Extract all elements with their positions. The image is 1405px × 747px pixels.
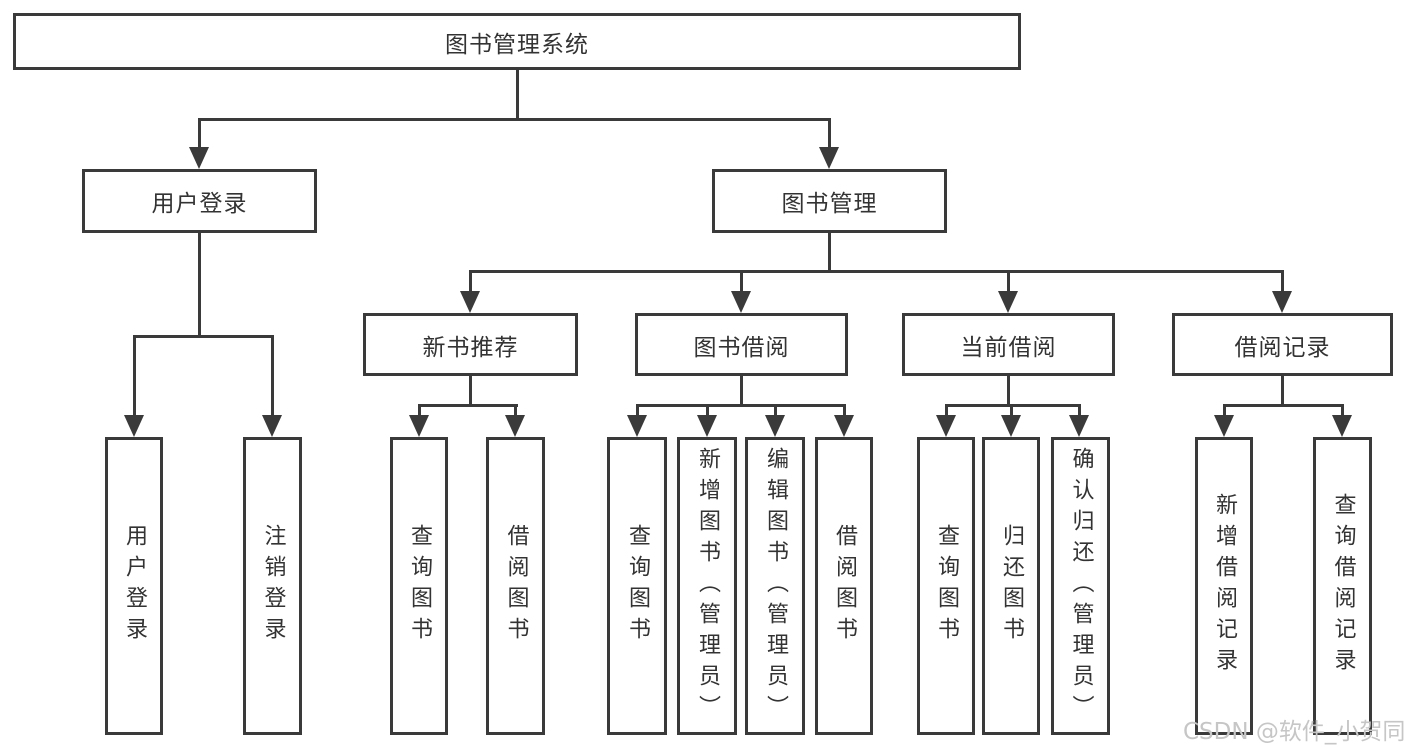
- connector-line: [469, 270, 472, 295]
- leaf-query-books-2-label: 查询图书: [625, 524, 650, 648]
- node-book-management: 图书管理: [712, 169, 947, 233]
- connector-line: [133, 335, 274, 338]
- arrow-down-icon: [834, 415, 854, 437]
- arrow-down-icon: [189, 147, 209, 169]
- node-current-borrow-label: 当前借阅: [960, 334, 1057, 361]
- leaf-query-borrow-record: 查询借阅记录: [1313, 437, 1372, 735]
- node-root-label: 图书管理系统: [445, 31, 589, 58]
- leaf-borrow-books-2: 借阅图书: [815, 437, 873, 735]
- leaf-query-books-1-label: 查询图书: [407, 524, 432, 648]
- connector-line: [1223, 404, 1226, 419]
- node-book-borrow: 图书借阅: [635, 313, 848, 376]
- leaf-edit-book-admin: 编辑图书（管理员）: [745, 437, 805, 735]
- leaf-borrow-books-1: 借阅图书: [486, 437, 545, 735]
- connector-line: [469, 376, 472, 407]
- leaf-user-login-label: 用户登录: [122, 524, 147, 648]
- connector-line: [740, 376, 743, 407]
- connector-line: [1007, 376, 1010, 407]
- arrow-down-icon: [697, 415, 717, 437]
- leaf-add-borrow-record-label: 新增借阅记录: [1212, 493, 1237, 679]
- arrow-down-icon: [1069, 415, 1089, 437]
- connector-line: [198, 118, 831, 121]
- arrow-down-icon: [627, 415, 647, 437]
- leaf-query-borrow-record-label: 查询借阅记录: [1330, 493, 1356, 679]
- connector-line: [271, 335, 274, 419]
- connector-line: [828, 118, 831, 152]
- connector-line: [740, 270, 743, 295]
- arrow-down-icon: [1001, 415, 1021, 437]
- node-user-login-label: 用户登录: [151, 191, 248, 217]
- node-new-book-recommend: 新书推荐: [363, 313, 578, 376]
- leaf-logout-label: 注销登录: [260, 524, 286, 648]
- node-borrow-record-label: 借阅记录: [1234, 334, 1331, 361]
- arrow-down-icon: [1272, 291, 1292, 313]
- leaf-add-book-admin: 新增图书（管理员）: [677, 437, 737, 735]
- connector-line: [1007, 270, 1010, 295]
- node-book-borrow-label: 图书借阅: [693, 334, 790, 361]
- leaf-confirm-return-admin: 确认归还（管理员）: [1051, 437, 1110, 735]
- arrow-down-icon: [1214, 415, 1234, 437]
- leaf-borrow-books-1-label: 借阅图书: [503, 524, 529, 648]
- arrow-down-icon: [998, 291, 1018, 313]
- connector-line: [198, 118, 201, 152]
- connector-line: [636, 404, 845, 407]
- connector-line: [1010, 404, 1013, 419]
- leaf-logout: 注销登录: [243, 437, 302, 735]
- node-new-book-recommend-label: 新书推荐: [422, 334, 519, 361]
- connector-line: [636, 404, 639, 419]
- connector-line: [418, 404, 421, 419]
- leaf-query-books-3-label: 查询图书: [934, 524, 959, 648]
- arrow-down-icon: [765, 415, 785, 437]
- connector-line: [1281, 376, 1284, 407]
- connector-line: [945, 404, 1081, 407]
- connector-line: [133, 335, 136, 419]
- connector-line: [945, 404, 948, 419]
- node-borrow-record: 借阅记录: [1172, 313, 1393, 376]
- connector-line: [198, 233, 201, 338]
- leaf-query-books-3: 查询图书: [917, 437, 975, 735]
- leaf-query-books-2: 查询图书: [607, 437, 667, 735]
- arrow-down-icon: [124, 415, 144, 437]
- connector-line: [514, 404, 517, 419]
- connector-line: [843, 404, 846, 419]
- arrow-down-icon: [460, 291, 480, 313]
- node-current-borrow: 当前借阅: [902, 313, 1115, 376]
- leaf-user-login: 用户登录: [105, 437, 163, 735]
- connector-line: [1223, 404, 1344, 407]
- leaf-add-book-admin-label: 新增图书（管理员）: [695, 446, 720, 726]
- connector-line: [418, 404, 518, 407]
- arrow-down-icon: [731, 291, 751, 313]
- connector-line: [706, 404, 709, 419]
- connector-line: [828, 233, 831, 273]
- node-user-login: 用户登录: [82, 169, 317, 233]
- connector-line: [774, 404, 777, 419]
- arrow-down-icon: [409, 415, 429, 437]
- leaf-return-book-label: 归还图书: [999, 524, 1024, 648]
- arrow-down-icon: [936, 415, 956, 437]
- node-root: 图书管理系统: [13, 13, 1021, 70]
- csdn-watermark: CSDN @软件_小贺同学: [1183, 719, 1405, 745]
- leaf-return-book: 归还图书: [982, 437, 1040, 735]
- connector-line: [1341, 404, 1344, 419]
- leaf-confirm-return-admin-label: 确认归还（管理员）: [1068, 446, 1094, 726]
- arrow-down-icon: [505, 415, 525, 437]
- leaf-query-books-1: 查询图书: [390, 437, 448, 735]
- connector-line: [1281, 270, 1284, 295]
- node-book-management-label: 图书管理: [781, 191, 878, 217]
- leaf-borrow-books-2-label: 借阅图书: [832, 524, 857, 648]
- arrow-down-icon: [819, 147, 839, 169]
- leaf-add-borrow-record: 新增借阅记录: [1195, 437, 1253, 735]
- arrow-down-icon: [262, 415, 282, 437]
- connector-line: [469, 270, 1283, 273]
- connector-line: [516, 70, 519, 121]
- connector-line: [1078, 404, 1081, 419]
- leaf-edit-book-admin-label: 编辑图书（管理员）: [763, 446, 788, 726]
- arrow-down-icon: [1332, 415, 1352, 437]
